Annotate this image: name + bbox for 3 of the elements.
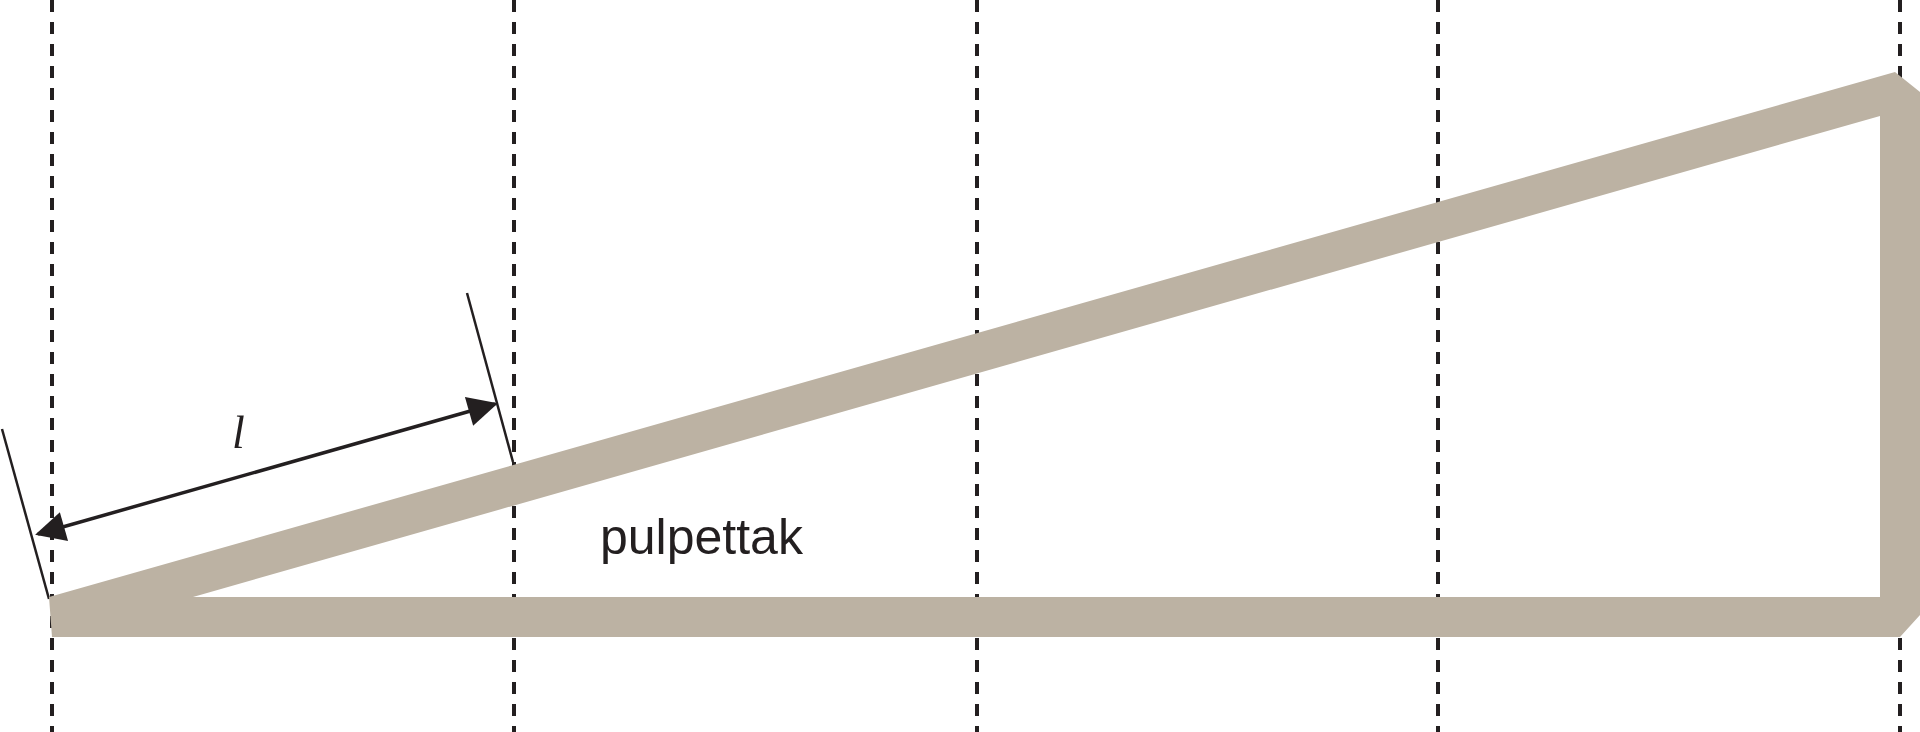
roof-shape [49,72,1920,638]
dimension-label: l [232,410,245,456]
roof-label: pulpettak [600,512,803,562]
